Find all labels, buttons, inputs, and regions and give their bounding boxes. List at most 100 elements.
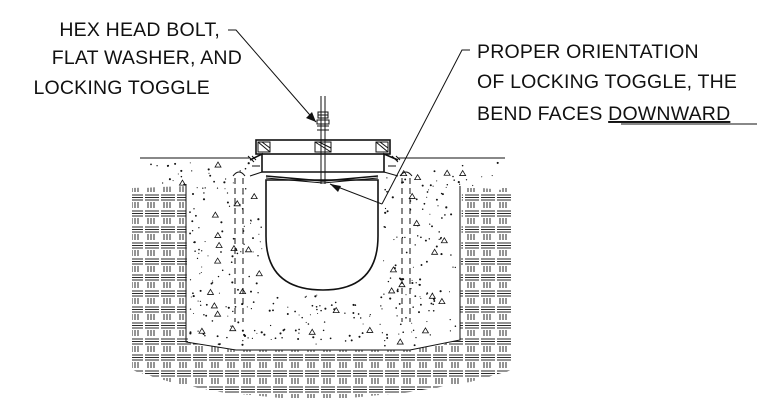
stipple-dot: [257, 255, 259, 257]
stipple-dot: [248, 275, 250, 278]
stipple-dot: [436, 180, 438, 182]
stipple-dot: [234, 306, 237, 308]
stipple-dot: [257, 218, 260, 221]
stipple-dot: [193, 241, 196, 244]
stipple-dot: [439, 237, 442, 240]
stipple-dot: [350, 339, 353, 342]
stipple-dot: [246, 306, 248, 308]
stipple-dot: [260, 331, 263, 334]
aggregate-mark: [421, 327, 430, 334]
locking-toggle: [265, 175, 379, 184]
stipple-dot: [449, 330, 451, 332]
stipple-dot: [301, 316, 303, 319]
stipple-dot: [426, 196, 428, 198]
stipple-dot: [204, 241, 206, 243]
stipple-dot: [416, 235, 419, 237]
stipple-dot: [358, 335, 361, 338]
stipple-dot: [255, 282, 258, 285]
stipple-dot: [251, 337, 253, 339]
stipple-dot: [241, 343, 244, 346]
stipple-dot: [189, 331, 192, 334]
stipple-dot: [211, 320, 214, 322]
stipple-dot: [172, 180, 174, 182]
aggregate-mark: [233, 200, 241, 207]
stipple-dot: [323, 321, 326, 323]
stipple-dot: [191, 170, 193, 172]
stipple-dot: [150, 163, 152, 166]
stipple-dot: [369, 315, 371, 317]
stipple-dot: [393, 239, 395, 241]
stipple-dot: [198, 252, 200, 254]
stipple-dot: [449, 318, 451, 321]
stipple-dot: [228, 273, 231, 276]
stipple-dot: [250, 308, 252, 310]
stipple-dot: [232, 237, 235, 240]
stipple-dot: [491, 175, 493, 177]
stipple-dot: [232, 182, 234, 184]
aggregate-mark: [430, 248, 439, 255]
stipple-dot: [223, 181, 226, 184]
stipple-dot: [333, 308, 336, 311]
stipple-dot: [446, 183, 449, 186]
stipple-dot: [250, 290, 252, 293]
stipple-dot: [344, 312, 346, 314]
stipple-dot: [320, 309, 322, 312]
aggregate-mark: [458, 169, 467, 176]
stipple-dot: [199, 300, 202, 303]
stipple-dot: [440, 253, 443, 256]
stipple-dot: [227, 315, 229, 317]
stipple-dot: [324, 307, 327, 310]
stipple-dot: [205, 303, 208, 306]
stipple-dot: [450, 213, 453, 216]
aggregate-mark: [438, 297, 446, 304]
stipple-dot: [402, 331, 405, 334]
stipple-dot: [191, 192, 195, 196]
stipple-dot: [281, 337, 283, 339]
stipple-dot: [240, 251, 242, 253]
stipple-dot: [428, 238, 431, 240]
stipple-dot: [314, 295, 317, 298]
callout-right: PROPER ORIENTATION OF LOCKING TOGGLE, TH…: [477, 41, 757, 125]
aggregate-mark: [366, 326, 374, 333]
callout-right-line2: OF LOCKING TOGGLE, THE: [477, 71, 737, 93]
stipple-dot: [312, 336, 315, 339]
stipple-dot: [189, 232, 192, 235]
aggregate-mark: [396, 338, 404, 345]
stipple-dot: [399, 323, 402, 326]
stipple-dot: [232, 310, 234, 313]
stipple-dot: [438, 231, 440, 233]
stipple-dot: [213, 180, 216, 183]
stipple-dot: [387, 280, 390, 283]
aggregate-mark: [178, 179, 187, 186]
stipple-dot: [402, 181, 404, 184]
anchor-rebar-right: [399, 171, 413, 322]
stipple-dot: [309, 314, 311, 316]
stipple-dot: [402, 278, 405, 281]
aggregate-mark: [206, 288, 215, 295]
stipple-dot: [231, 255, 234, 258]
stipple-dot: [228, 205, 231, 207]
stipple-dot: [202, 198, 206, 201]
stipple-dot: [196, 187, 198, 189]
stipple-dot: [298, 314, 300, 316]
stipple-dot: [231, 281, 234, 284]
stipple-dot: [305, 295, 307, 297]
stipple-dot: [315, 305, 318, 308]
drain-channel-body: [265, 179, 379, 291]
aggregate-mark: [387, 287, 396, 294]
stipple-dot: [431, 292, 434, 295]
stipple-dot: [386, 337, 389, 339]
stipple-dot: [419, 296, 421, 298]
aggregate-mark: [398, 280, 406, 288]
grate-frame: [247, 139, 401, 177]
stipple-dot: [180, 175, 183, 178]
stipple-dot: [354, 304, 357, 306]
stipple-dot: [236, 252, 239, 255]
stipple-dot: [404, 236, 406, 239]
stipple-dot: [450, 254, 452, 256]
stipple-dot: [396, 288, 399, 291]
stipple-dot: [430, 302, 433, 305]
stipple-dot: [279, 332, 282, 335]
stipple-dot: [405, 294, 407, 296]
